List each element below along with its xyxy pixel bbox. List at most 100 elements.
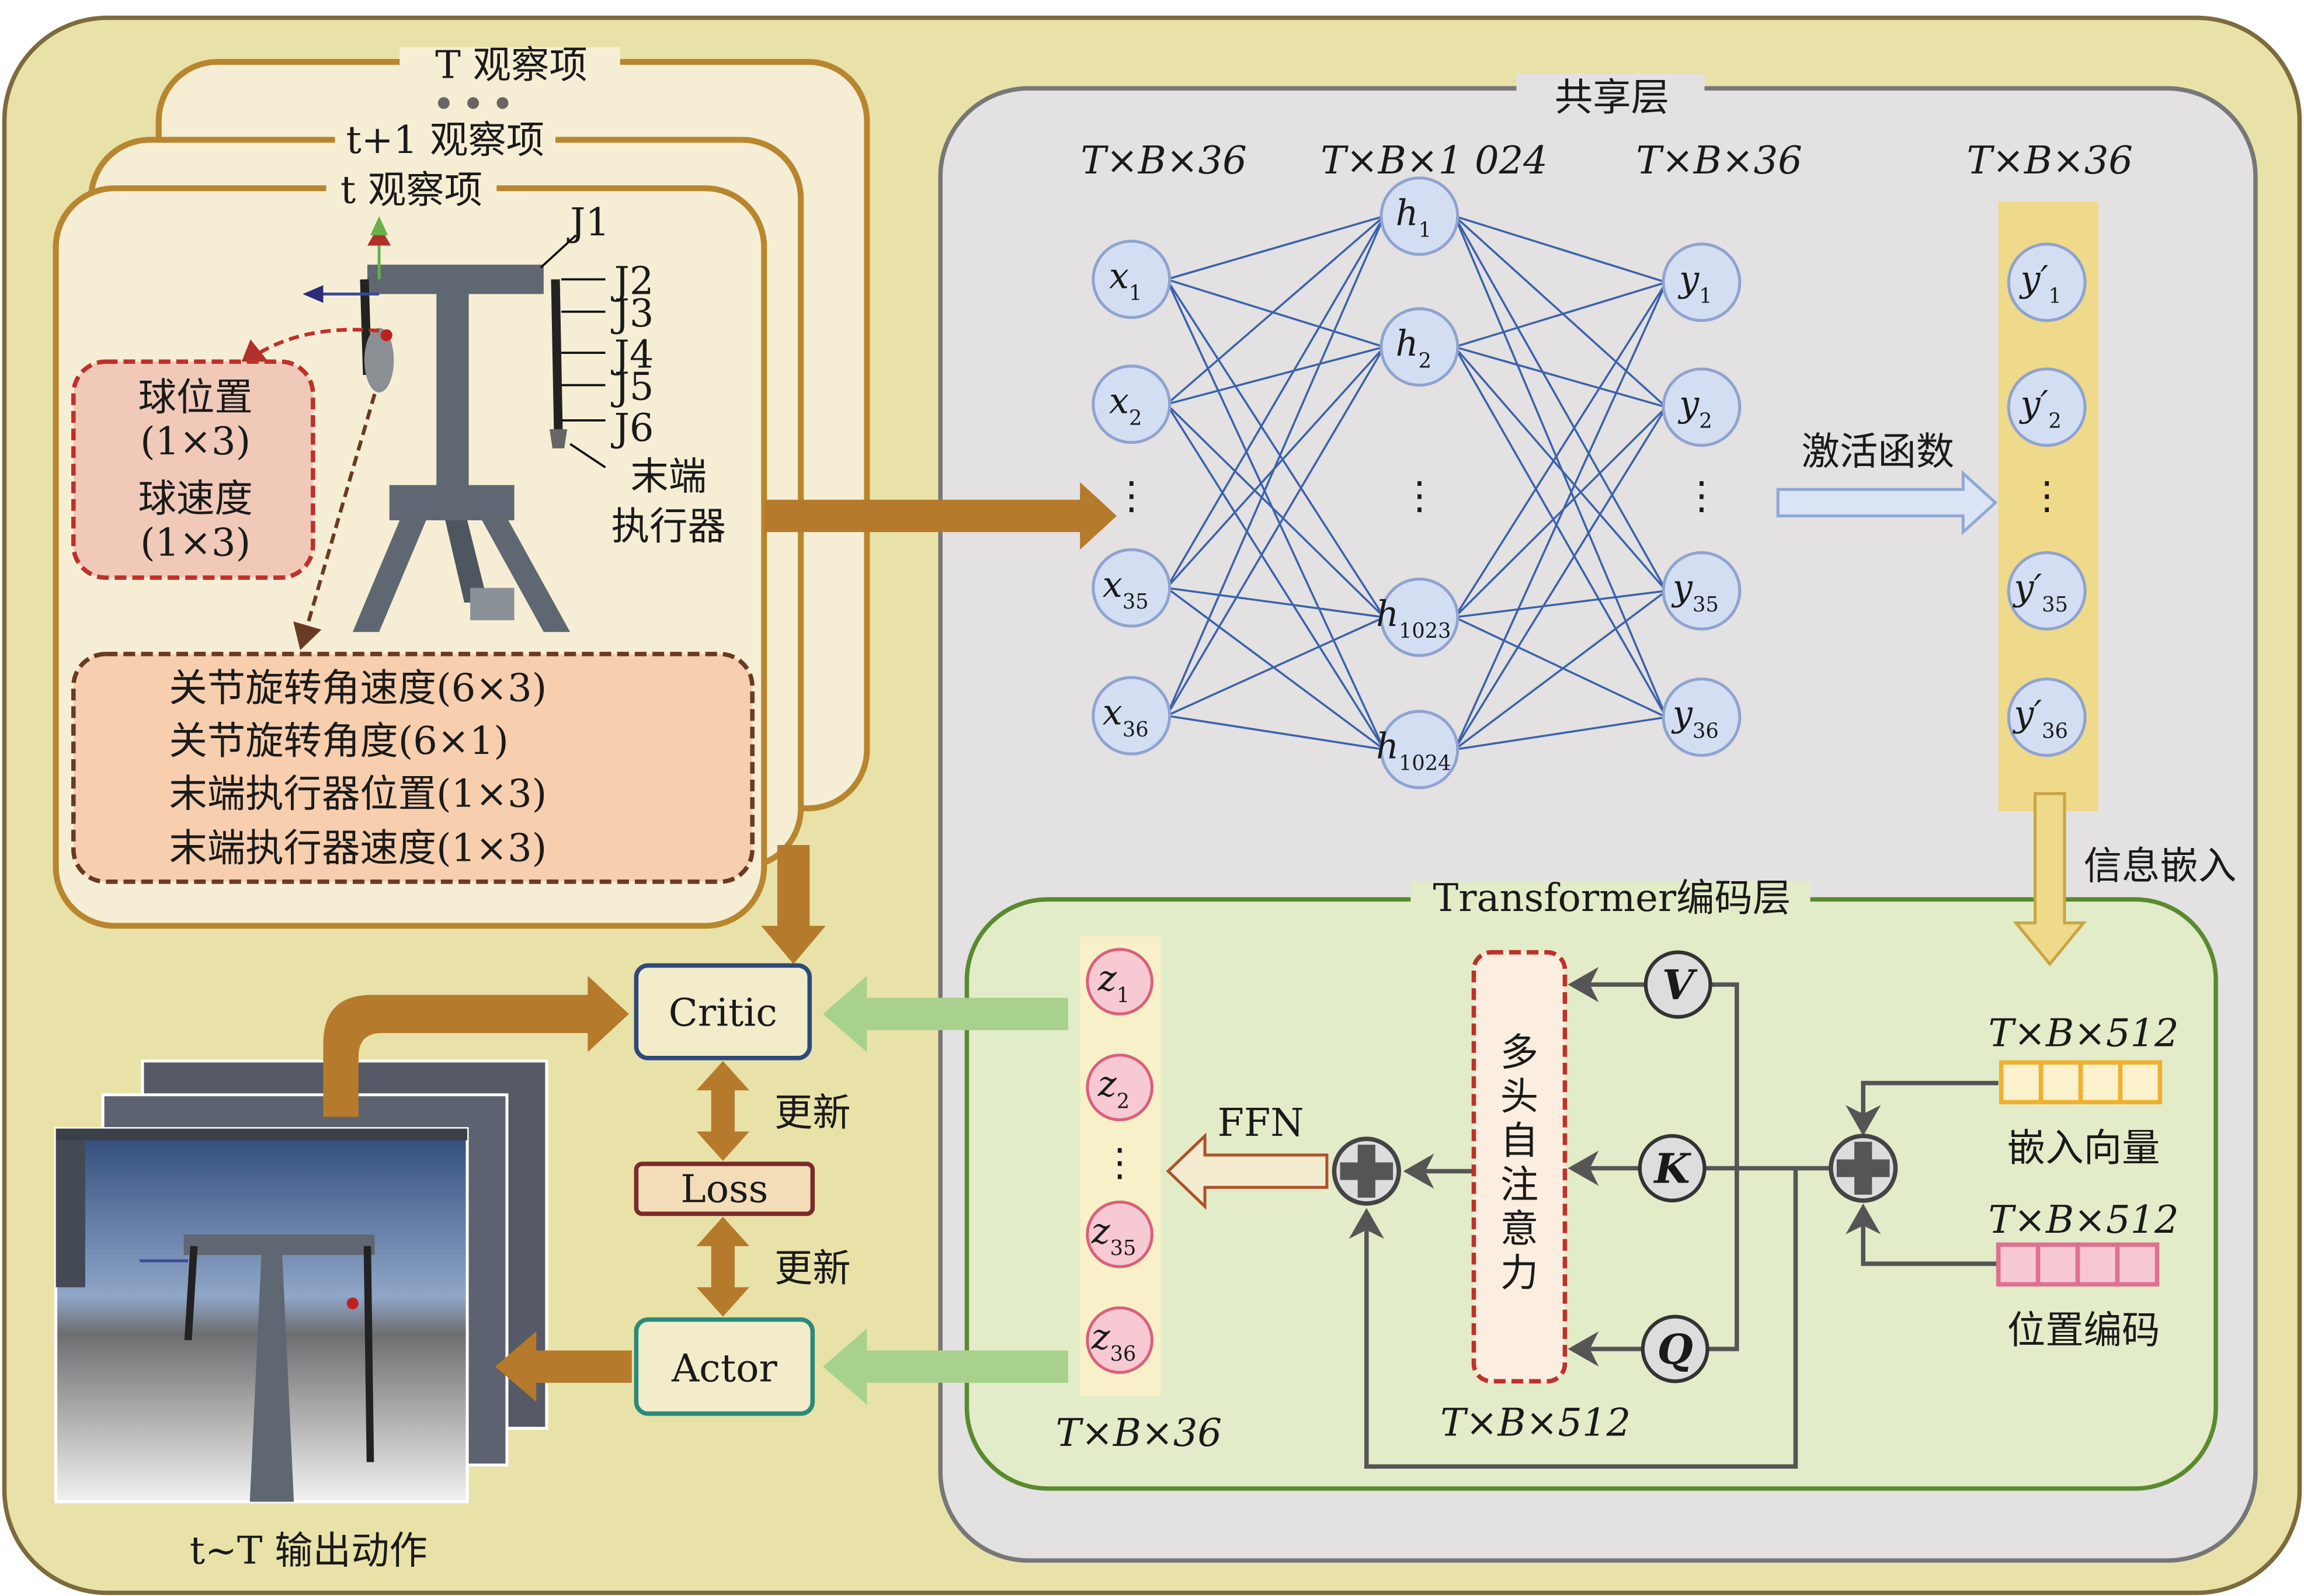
network-edge: [1166, 278, 1385, 348]
q-node: Q: [1641, 1315, 1709, 1383]
positional-encoding-vector: [1996, 1242, 2160, 1287]
svg-text:V: V: [1662, 961, 1698, 1009]
obs-T-label: T 观察项: [435, 43, 588, 88]
z-node: z2: [1086, 1053, 1154, 1122]
dim-h: T×B×1 024: [1320, 138, 1548, 183]
v-node: V: [1643, 950, 1712, 1019]
h-node: h1: [1379, 176, 1459, 256]
attention-char: 多: [1500, 1030, 1538, 1075]
obs-t-label: t 观察项: [340, 168, 482, 213]
pos-label: 位置编码: [2007, 1308, 2160, 1352]
network-edge: [1166, 346, 1385, 717]
x-node: x1: [1092, 239, 1172, 319]
actor-box[interactable]: [634, 1317, 815, 1416]
obs-t1-label: t+1 观察项: [346, 118, 544, 162]
ball-velocity-label: 球速度: [138, 477, 253, 521]
joint-state-line-1: 关节旋转角速度(6×3): [169, 666, 547, 710]
network-edge: [1166, 404, 1385, 750]
critic-label: Critic: [669, 990, 777, 1035]
network-edge: [1166, 616, 1385, 717]
joint-label-j2: J2: [611, 259, 654, 304]
dim-yprime: T×B×36: [1966, 138, 2133, 183]
h-node: h1024: [1376, 710, 1459, 790]
network-edge: [1166, 403, 1385, 618]
network-edge: [1454, 281, 1667, 618]
add-icon-ffn: [1332, 1136, 1401, 1206]
yprime-node: y′2: [2007, 367, 2087, 447]
embedding-vector: [1999, 1060, 2163, 1105]
activation-arrow: [1776, 470, 1998, 536]
y-node: y35: [1662, 551, 1742, 631]
network-edge: [1166, 586, 1385, 618]
loss-label: Loss: [680, 1167, 768, 1211]
svg-text:Q: Q: [1657, 1325, 1693, 1374]
output-action-label: t~T 输出动作: [190, 1528, 428, 1573]
network-edge: [1454, 281, 1667, 348]
network-edge: [1454, 215, 1667, 284]
joint-state-line-3: 末端执行器位置(1×3): [169, 772, 547, 816]
actor-to-frames-arrow: [495, 1331, 632, 1402]
info-embed-label: 信息嵌入: [2084, 844, 2237, 888]
network-edge: [1454, 346, 1667, 408]
x-node: x35: [1092, 548, 1172, 628]
actor-label: Actor: [671, 1346, 778, 1390]
attention-char: 自: [1500, 1118, 1538, 1163]
network-edge: [1454, 616, 1667, 718]
joint-label-j3: J3: [611, 291, 654, 336]
joint-state-line-4: 末端执行器速度(1×3): [169, 826, 547, 871]
network-edge: [1454, 590, 1667, 618]
end-effector-label-1: 末端: [630, 454, 707, 499]
attention-char: 意: [1500, 1206, 1538, 1251]
pos-dim: T×B×512: [1989, 1198, 2179, 1242]
h-node: h2: [1379, 307, 1459, 387]
k-node: K: [1638, 1134, 1707, 1203]
end-effector-label-2: 执行器: [611, 505, 726, 549]
network-edge: [1454, 406, 1667, 750]
h-node: h1023: [1376, 578, 1459, 657]
network-edge: [1454, 215, 1667, 408]
ffn-label: FFN: [1218, 1101, 1304, 1145]
critic-box[interactable]: [634, 963, 812, 1060]
z-node: z36: [1086, 1306, 1154, 1374]
ellipsis-z: ⋮: [1100, 1141, 1138, 1185]
loss-actor-double-arrow: [696, 1216, 750, 1317]
network-edge: [1166, 279, 1385, 618]
network-edges: [1166, 215, 1667, 751]
output-action-frames: [54, 1059, 548, 1504]
y-node: y36: [1662, 677, 1742, 757]
network-edge: [1454, 215, 1667, 592]
attention-char: 注: [1500, 1163, 1538, 1207]
network-edge: [1454, 716, 1667, 751]
attention-dim: T×B×512: [1440, 1400, 1631, 1445]
loss-box[interactable]: [634, 1162, 815, 1216]
network-edge: [1166, 215, 1385, 281]
dim-x: T×B×36: [1080, 138, 1247, 183]
frames-to-critic-arrow: [323, 975, 629, 1117]
z-dim: T×B×36: [1056, 1411, 1222, 1455]
network-edge: [1454, 406, 1667, 618]
embed-label: 嵌入向量: [2007, 1126, 2160, 1170]
network-edge: [1166, 279, 1385, 750]
attention-char: 力: [1500, 1251, 1538, 1295]
joint-state-line-2: 关节旋转角度(6×1): [169, 719, 509, 763]
critic-loss-double-arrow: [696, 1060, 750, 1161]
z-to-actor-arrow: [822, 1328, 1069, 1405]
yprime-node: y′35: [2007, 551, 2087, 631]
activation-label: 激活函数: [1802, 429, 1955, 474]
yprime-node: y′1: [2007, 242, 2087, 322]
x-node: x36: [1092, 676, 1172, 756]
update-label-1: 更新: [774, 1091, 851, 1135]
network-edge: [1454, 346, 1667, 592]
joint-label-j6: J6: [611, 406, 654, 450]
add-icon-embed: [1829, 1133, 1898, 1203]
ffn-arrow: [1166, 1132, 1329, 1210]
update-label-2: 更新: [774, 1246, 851, 1291]
joint-labels: [540, 234, 606, 468]
network-edge: [1166, 215, 1385, 589]
ellipsis-y: ⋮: [1683, 474, 1721, 518]
network-edge: [1166, 714, 1385, 751]
x-node: x2: [1092, 364, 1172, 444]
robot-arm-image: [303, 216, 571, 632]
